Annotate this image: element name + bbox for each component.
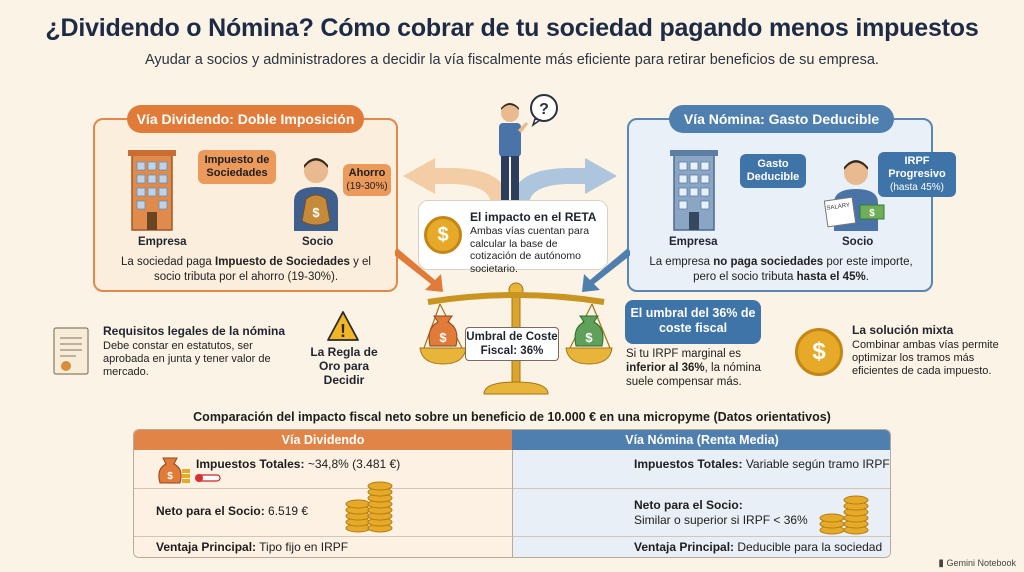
company-building-icon-right [670,150,718,231]
scale-left-bag-symbol: $ [439,330,447,345]
dividend-panel [93,118,398,292]
thinking-person-icon [499,103,528,200]
brand-icon: ▮ [938,558,944,569]
threshold-callout: El umbral del 36% de coste fiscal [625,300,761,344]
table-column-salary [512,450,890,557]
mixed-solution-text: Combinar ambas vías permite optimizar lo… [852,339,999,377]
footer-brand: ▮ Gemini Notebook [938,558,1016,569]
irpf-callout-range: (hasta 45%) [890,182,944,193]
partner-with-moneybag-icon: $ [294,158,338,231]
deductible-expense-callout: Gasto Deducible [740,154,806,188]
table-row-1-left: Impuestos Totales: ~34,8% (3.481 €) [196,457,401,471]
partner-label-left: Socio [302,236,334,248]
dividend-description: La sociedad paga Impuesto de Sociedades … [121,256,371,283]
company-label-right: Empresa [669,236,718,248]
mixed-solution-title: La solución mixta [852,323,954,337]
mixed-solution-coin-icon: $ [795,328,843,376]
irpf-callout: IRPF Progresivo (hasta 45%) [878,152,956,197]
partner-with-salary-icon: SALARY $ [824,160,885,231]
table-row-2-right: Neto para el Socio:Similar o superior si… [634,498,808,527]
banknote-symbol: $ [869,208,875,219]
partner-label-right: Socio [842,236,874,248]
balance-scale-graphic: $ $ [419,282,613,395]
golden-rule-label: La Regla de Oro para Decidir [310,345,378,387]
savings-callout: Ahorro (19-30%) [343,164,391,196]
salary-panel-title: Vía Nómina: Gasto Deducible [669,105,894,133]
table-header-salary: Vía Nómina (Renta Media) [512,430,890,450]
legal-requirements-text: Debe constar en estatutos, ser aprobada … [103,340,271,378]
coin-stack-icon-right [819,495,869,535]
reta-coin-icon: $ [424,216,462,254]
threshold-text: Si tu IRPF marginal es inferior al 36%, … [626,348,761,388]
salary-tag-text: SALARY [826,203,850,212]
irpf-callout-label: IRPF Progresivo [888,155,946,180]
table-row-3-right: Ventaja Principal: Deducible para la soc… [634,540,883,554]
savings-callout-range: (19-30%) [346,181,388,192]
company-label-left: Empresa [138,236,187,248]
scale-right-bag-symbol: $ [585,330,593,345]
warning-icon: ! [327,311,359,341]
legal-requirements-title: Requisitos legales de la nómina [103,324,286,338]
salary-description: La empresa no paga sociedades por este i… [649,256,913,283]
table-row-1-right: Impuestos Totales: Variable según tramo … [634,457,890,471]
corporate-tax-callout: Impuesto de Sociedades [198,150,276,184]
table-row-3-left: Ventaja Principal: Tipo fijo en IRPF [156,540,349,554]
direction-arrows-graphic [403,158,617,205]
threshold-label: Umbral de Coste Fiscal: 36% [465,327,559,361]
taxes-moneybag-icon: $ [158,457,221,484]
comparison-table: Vía Dividendo Vía Nómina (Renta Media) $… [133,429,891,558]
page-title: ¿Dividendo o Nómina? Cómo cobrar de tu s… [45,14,979,42]
moneybag-symbol: $ [312,205,320,220]
coin-stack-icon-left [345,481,393,533]
taxes-bag-symbol: $ [167,471,173,482]
company-building-icon [128,150,176,231]
comparison-table-title: Comparación del impacto fiscal neto sobr… [193,410,831,424]
reta-title: El impacto en el RETA [470,210,597,224]
table-row-2-left: Neto para el Socio: 6.519 € [156,504,309,518]
panel-connector-arrows [395,248,630,292]
page-subtitle: Ayudar a socios y administradores a deci… [145,52,879,68]
question-mark: ? [539,101,549,118]
document-scroll-icon [53,327,89,375]
dividend-panel-title: Vía Dividendo: Doble Imposición [127,105,364,133]
table-column-dividend [134,450,512,557]
table-header-dividend: Vía Dividendo [134,430,512,450]
question-bubble-icon: ? [530,94,558,127]
savings-callout-label: Ahorro [348,167,386,179]
warning-symbol: ! [340,321,346,341]
reta-text: Ambas vías cuentan para calcular la base… [470,225,590,275]
